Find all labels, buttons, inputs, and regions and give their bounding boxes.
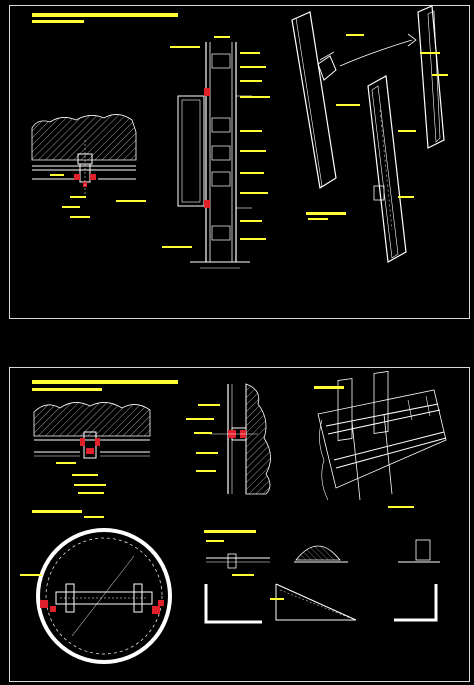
drawing-sheet-bottom <box>9 367 470 682</box>
drawing-sheet-top <box>9 5 470 319</box>
callouts-isometric-panel <box>306 34 448 220</box>
title-block-bottom <box>32 380 178 391</box>
callouts-profiles <box>204 530 284 600</box>
detail-profiles <box>204 539 440 624</box>
title-block-top <box>32 13 178 23</box>
detail-vertical-section <box>177 42 252 269</box>
callouts-vertical-section <box>162 36 270 248</box>
callouts-isometric-rails <box>314 386 414 508</box>
detail-isometric-panel <box>291 5 445 263</box>
detail-wall-anchor <box>210 383 271 495</box>
callouts-horizontal-joint <box>50 174 146 218</box>
callouts-joint-section-bottom <box>56 462 106 494</box>
detail-horizontal-joint <box>31 114 137 200</box>
detail-joint-section-bottom <box>33 402 151 459</box>
callouts-circular-column <box>20 510 104 576</box>
detail-circular-column <box>36 528 172 664</box>
callouts-wall-anchor <box>186 404 220 472</box>
detail-isometric-rails <box>317 371 447 501</box>
